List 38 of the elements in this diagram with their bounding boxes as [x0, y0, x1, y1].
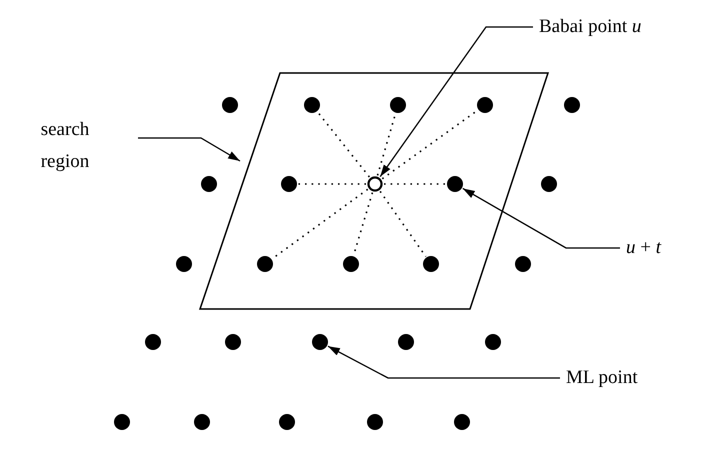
lattice-point — [279, 414, 295, 430]
leader-line — [138, 137, 240, 162]
lattice-point — [312, 334, 328, 350]
lattice-point — [201, 176, 217, 192]
lattice-point — [257, 256, 273, 272]
callout-label: ML point — [566, 362, 662, 394]
search-region-parallelogram — [199, 72, 549, 310]
callout-label: Babai point u — [539, 11, 689, 43]
callout-label: u + t — [626, 232, 698, 264]
callout-label: search region — [8, 114, 138, 180]
lattice-point — [225, 334, 241, 350]
lattice-point — [145, 334, 161, 350]
leader-line — [380, 26, 533, 178]
lattice-point — [304, 97, 320, 113]
lattice-point — [454, 414, 470, 430]
lattice-point — [194, 414, 210, 430]
babai-point-marker — [367, 176, 383, 192]
dotted-line — [384, 183, 446, 185]
lattice-point — [477, 97, 493, 113]
lattice-point — [114, 414, 130, 430]
lattice-point — [222, 97, 238, 113]
lattice-point — [564, 97, 580, 113]
lattice-point — [281, 176, 297, 192]
lattice-point — [541, 176, 557, 192]
lattice-point — [447, 176, 463, 192]
lattice-point — [176, 256, 192, 272]
dotted-line — [316, 112, 370, 178]
lattice-point — [390, 97, 406, 113]
leader-line — [328, 346, 560, 379]
dotted-line — [298, 183, 366, 185]
lattice-point — [423, 256, 439, 272]
lattice-point — [485, 334, 501, 350]
lattice-point — [398, 334, 414, 350]
lattice-point — [515, 256, 531, 272]
lattice-point — [343, 256, 359, 272]
leader-line — [462, 188, 620, 249]
dotted-line — [380, 190, 426, 258]
lattice-point — [367, 414, 383, 430]
